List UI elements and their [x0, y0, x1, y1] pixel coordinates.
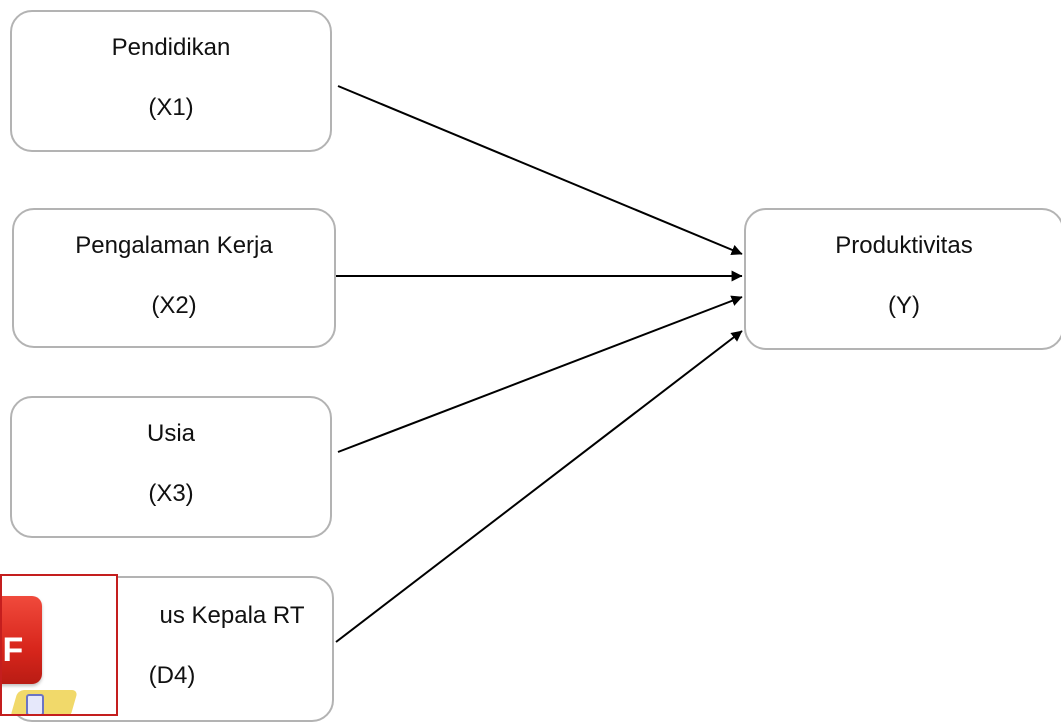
- badge-icon: [9, 690, 79, 714]
- node-label: us Kepala RT: [159, 602, 305, 629]
- node-label: Produktivitas: [835, 232, 973, 259]
- node-label: Usia: [146, 420, 195, 447]
- node-label: Pengalaman Kerja: [75, 232, 273, 259]
- node-code: (Y): [888, 292, 920, 319]
- device-icon: [26, 694, 44, 714]
- node-usia: Usia (X3): [10, 396, 332, 538]
- node-code: (X2): [151, 292, 197, 319]
- node-code: (D4): [148, 662, 196, 689]
- node-code: (X1): [148, 94, 194, 121]
- node-code: (X3): [148, 480, 194, 507]
- pdf-icon-label: DF: [2, 631, 24, 669]
- pdf-file-icon: DF: [2, 596, 42, 684]
- arrow-d4-to-y: [335, 330, 743, 643]
- node-pendidikan: Pendidikan (X1): [10, 10, 332, 152]
- node-label: Pendidikan: [111, 34, 231, 61]
- node-pengalaman-kerja: Pengalaman Kerja (X2): [12, 208, 336, 348]
- pdf-overlay[interactable]: DF: [0, 574, 118, 716]
- arrow-x3-to-y: [337, 295, 743, 453]
- node-produktivitas: Produktivitas (Y): [744, 208, 1061, 350]
- arrow-x1-to-y: [337, 85, 743, 256]
